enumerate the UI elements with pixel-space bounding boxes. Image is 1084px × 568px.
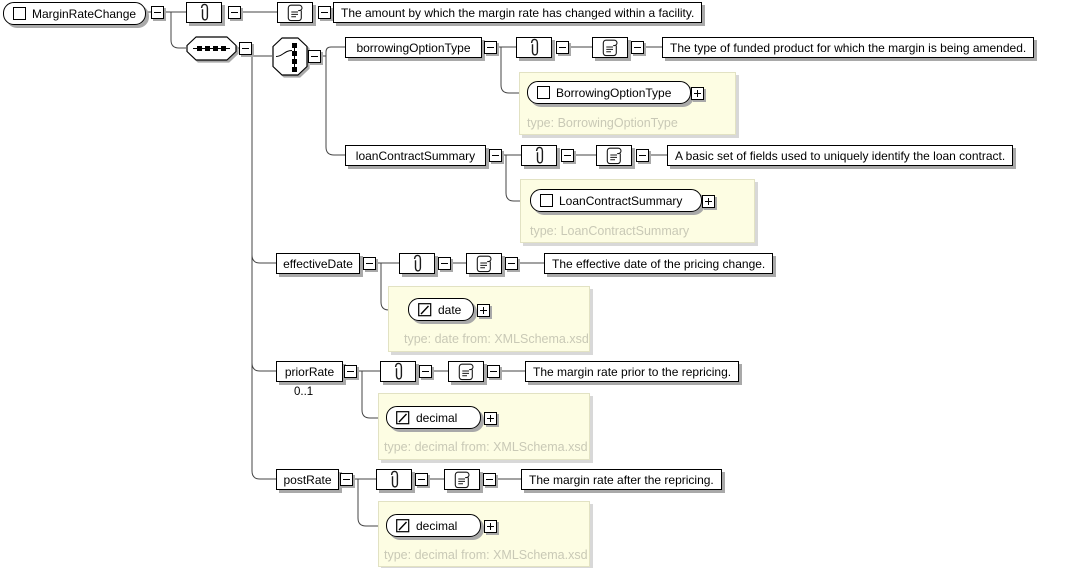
annotation-node[interactable] [521, 145, 557, 166]
minus-button[interactable] [308, 50, 321, 63]
diagonal-square-icon [396, 518, 410, 532]
type-label: decimal [416, 410, 458, 425]
minus-button[interactable] [340, 473, 353, 486]
annotation-text: The type of funded product for which the… [662, 37, 1035, 58]
scroll-icon [606, 147, 622, 164]
type-date[interactable]: date [408, 298, 474, 321]
annotation-text: A basic set of fields used to uniquely i… [667, 145, 1014, 166]
square-icon [13, 7, 26, 20]
documentation-node[interactable] [466, 253, 502, 274]
scroll-icon [454, 471, 470, 488]
minus-button[interactable] [636, 149, 649, 162]
element-label: MarginRateChange [32, 6, 137, 21]
plus-button[interactable] [484, 520, 497, 533]
minus-button[interactable] [561, 149, 574, 162]
documentation-node[interactable] [596, 145, 632, 166]
diagonal-square-icon [396, 410, 410, 424]
annotation-text: The margin rate prior to the repricing. [525, 361, 740, 382]
scroll-icon [287, 4, 303, 21]
minus-button[interactable] [363, 257, 376, 270]
plus-button[interactable] [691, 87, 704, 100]
cardinality-label: 0..1 [294, 386, 314, 398]
minus-button[interactable] [415, 473, 428, 486]
type-label: LoanContractSummary [559, 193, 683, 208]
minus-button[interactable] [483, 473, 496, 486]
paperclip-icon [535, 146, 543, 164]
minus-button[interactable] [438, 257, 451, 270]
annotation-text: The margin rate after the repricing. [521, 469, 722, 490]
minus-button[interactable] [419, 365, 432, 378]
type-label: decimal [416, 518, 458, 533]
element-label: loanContractSummary [355, 148, 476, 163]
paperclip-icon [200, 3, 208, 21]
minus-button[interactable] [239, 42, 252, 55]
type-decimal[interactable]: decimal [386, 514, 481, 537]
element-label: priorRate [284, 364, 335, 379]
type-caption: type: LoanContractSummary [530, 224, 690, 238]
minus-button[interactable] [484, 41, 497, 54]
annotation-node[interactable] [516, 37, 552, 58]
minus-button[interactable] [318, 6, 331, 19]
scroll-icon [476, 255, 492, 272]
documentation-node[interactable] [592, 37, 628, 58]
element-label: postRate [283, 472, 332, 487]
sequence-icon[interactable] [186, 36, 237, 61]
annotation-text: The effective date of the pricing change… [544, 253, 774, 274]
diagonal-square-icon [418, 302, 432, 316]
paperclip-icon [394, 362, 402, 380]
documentation-node[interactable] [444, 469, 480, 490]
paperclip-icon [390, 470, 398, 488]
plus-button[interactable] [477, 304, 490, 317]
annotation-node[interactable] [399, 253, 435, 274]
documentation-node[interactable] [277, 2, 313, 23]
scroll-icon [602, 39, 618, 56]
element-label: borrowingOptionType [356, 40, 471, 55]
square-icon [537, 86, 550, 99]
type-caption: type: decimal from: XMLSchema.xsd [384, 548, 588, 562]
paperclip-icon [413, 254, 421, 272]
element-marginratechange[interactable]: MarginRateChange [3, 2, 146, 25]
element-label: effectiveDate [283, 256, 353, 271]
element-priorrate[interactable]: priorRate [276, 361, 343, 382]
scroll-icon [458, 363, 474, 380]
type-decimal[interactable]: decimal [386, 406, 481, 429]
minus-button[interactable] [489, 149, 502, 162]
minus-button[interactable] [487, 365, 500, 378]
minus-button[interactable] [631, 41, 644, 54]
annotation-node[interactable] [376, 469, 412, 490]
minus-button[interactable] [556, 41, 569, 54]
type-loancontractsummary[interactable]: LoanContractSummary [530, 189, 702, 212]
type-caption: type: decimal from: XMLSchema.xsd [384, 440, 588, 454]
plus-button[interactable] [702, 195, 715, 208]
type-caption: type: BorrowingOptionType [527, 116, 678, 130]
type-caption: type: date from: XMLSchema.xsd [404, 332, 589, 346]
annotation-node[interactable] [380, 361, 416, 382]
minus-button[interactable] [151, 6, 164, 19]
documentation-node[interactable] [448, 361, 484, 382]
minus-button[interactable] [505, 257, 518, 270]
minus-button[interactable] [228, 6, 241, 19]
type-label: BorrowingOptionType [556, 85, 672, 100]
choice-icon[interactable] [272, 37, 308, 76]
annotation-node[interactable] [186, 2, 222, 23]
type-borrowingoptiontype[interactable]: BorrowingOptionType [527, 81, 691, 104]
element-effectivedate[interactable]: effectiveDate [276, 253, 360, 274]
square-icon [540, 194, 553, 207]
element-loancontractsummary[interactable]: loanContractSummary [345, 145, 486, 166]
annotation-text: The amount by which the margin rate has … [333, 2, 703, 23]
plus-button[interactable] [484, 412, 497, 425]
element-borrowingoptiontype[interactable]: borrowingOptionType [345, 37, 482, 58]
element-postrate[interactable]: postRate [276, 469, 339, 490]
type-label: date [438, 302, 462, 317]
minus-button[interactable] [344, 365, 357, 378]
paperclip-icon [530, 38, 538, 56]
